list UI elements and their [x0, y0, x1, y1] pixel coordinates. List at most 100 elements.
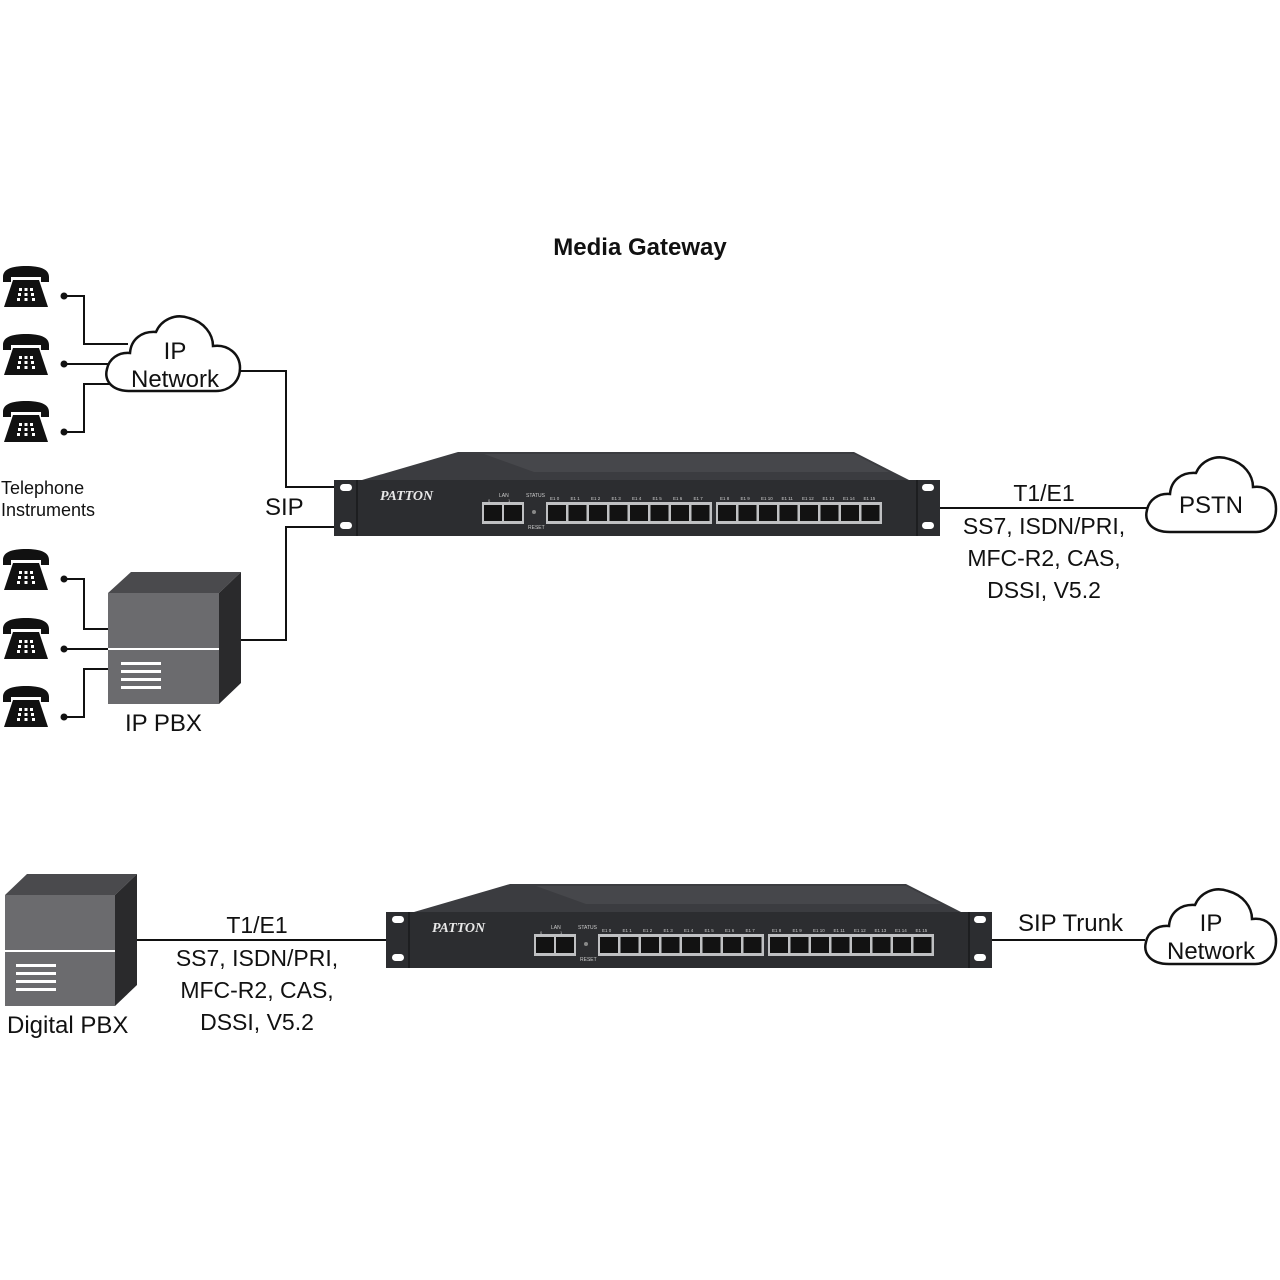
telephones-label: Telephone Instruments	[1, 477, 95, 521]
status-led	[584, 942, 588, 946]
protocol-line: MFC-R2, CAS,	[967, 545, 1121, 571]
lan-port-number: 0	[540, 930, 543, 935]
device-ports: 0 1 E1 0 E1 1 E1 2 E1 3 E1 4 E1 5 E1 6 E1 7 E1 8 E1…	[482, 496, 882, 524]
e1-port	[691, 505, 710, 521]
e1-port-label: E1 14	[843, 496, 855, 501]
device-reset-label: RESET	[528, 525, 545, 531]
telephones-label-line: Telephone	[1, 478, 85, 498]
e1-port-label: E1 13	[823, 496, 835, 501]
top-connection-lines	[64, 295, 1147, 718]
status-led	[532, 510, 536, 514]
e1-port	[589, 505, 607, 521]
top-trunk-label: T1/E1	[1013, 480, 1075, 506]
device-brand: PATTON	[380, 489, 434, 504]
top-connection-dots	[60, 292, 68, 721]
e1-port-label: E1 6	[725, 928, 735, 933]
e1-port	[723, 937, 741, 953]
e1-port-label: E1 1	[571, 496, 581, 501]
e1-port	[548, 505, 566, 521]
e1-port	[759, 505, 777, 521]
e1-port-label: E1 12	[854, 928, 866, 933]
protocol-line: SS7, ISDN/PRI,	[175, 945, 339, 971]
protocol-line: DSSI, V5.2	[987, 577, 1101, 603]
device-reset-label: RESET	[580, 957, 597, 963]
device-status-label: STATUS	[526, 493, 546, 499]
e1-port-label: E1 2	[643, 928, 653, 933]
e1-port	[650, 505, 669, 521]
ip-network-label-line: IP	[163, 338, 187, 365]
phone-icon	[3, 401, 49, 442]
protocol-line: SS7, ISDN/PRI,	[962, 513, 1126, 539]
e1-port	[800, 505, 818, 521]
e1-port	[641, 937, 659, 953]
e1-port	[682, 937, 700, 953]
e1-port-label: E1 5	[653, 496, 663, 501]
diagram-title: Media Gateway	[553, 234, 727, 261]
e1-port-label: E1 7	[694, 496, 704, 501]
lan-port-number: 0	[488, 498, 491, 503]
lan-port	[536, 937, 554, 953]
e1-port-label: E1 8	[772, 928, 782, 933]
e1-port-label: E1 14	[895, 928, 907, 933]
media-gateway-device: PATTON LAN STATUS RESET 0 1 E1 0 E1 1 E1 2 E1…	[334, 452, 940, 536]
e1-port-label: E1 3	[664, 928, 674, 933]
e1-port-label: E1 9	[741, 496, 751, 501]
device-status-label: STATUS	[578, 925, 598, 931]
protocol-line: DSSI, V5.2	[200, 1009, 314, 1035]
e1-port	[790, 937, 809, 953]
ip-pbx-server-icon	[108, 572, 241, 704]
e1-port	[811, 937, 829, 953]
e1-port-label: E1 6	[673, 496, 683, 501]
e1-port-label: E1 9	[793, 928, 803, 933]
device-lan-label: LAN	[499, 493, 509, 499]
phone-icon	[3, 266, 49, 307]
lan-port	[484, 505, 502, 521]
e1-port-label: E1 8	[720, 496, 730, 501]
cloud-icon	[1144, 888, 1278, 966]
digital-pbx-server-icon	[5, 874, 137, 1006]
e1-port	[779, 505, 798, 521]
e1-port-label: E1 11	[834, 928, 846, 933]
e1-port-label: E1 4	[684, 928, 694, 933]
ip-pbx-label: IP PBX	[125, 710, 202, 737]
e1-port-label: E1 2	[591, 496, 601, 501]
e1-port-label: E1 7	[746, 928, 756, 933]
e1-port	[893, 937, 911, 953]
lan-port-number: 1	[508, 498, 511, 503]
phone-icon	[3, 686, 49, 727]
e1-port	[820, 505, 839, 521]
e1-port	[852, 937, 870, 953]
e1-port	[913, 937, 932, 953]
phone-icon	[3, 334, 49, 375]
pstn-label: PSTN	[1178, 492, 1243, 519]
e1-port-label: E1 5	[705, 928, 715, 933]
e1-port	[671, 505, 689, 521]
e1-port	[630, 505, 648, 521]
device-lan-label: LAN	[551, 925, 561, 931]
e1-port	[770, 937, 788, 953]
e1-port	[702, 937, 721, 953]
lan-port	[556, 937, 574, 953]
device-ports: 0 1 E1 0 E1 1 E1 2 E1 3 E1 4 E1 5 E1 6 E1 7 E1 8 E1…	[534, 928, 934, 956]
e1-port-label: E1 1	[623, 928, 633, 933]
lan-port-number: 1	[560, 930, 563, 935]
e1-port-label: E1 0	[602, 928, 612, 933]
e1-port-label: E1 4	[632, 496, 642, 501]
device-brand: PATTON	[432, 921, 486, 936]
e1-port-label: E1 15	[864, 496, 876, 501]
e1-port-label: E1 0	[550, 496, 560, 501]
e1-port	[718, 505, 736, 521]
cloud-icon	[105, 315, 242, 393]
lan-port	[504, 505, 522, 521]
e1-port	[872, 937, 891, 953]
bottom-ip-network-label: IP Network	[1148, 910, 1274, 967]
e1-port	[738, 505, 757, 521]
telephones-label-line: Instruments	[1, 500, 96, 520]
ip-network-label: IP Network	[110, 338, 240, 395]
e1-port-label: E1 3	[612, 496, 622, 501]
e1-port	[831, 937, 850, 953]
sip-label: SIP	[265, 494, 304, 521]
e1-port	[841, 505, 859, 521]
e1-port	[620, 937, 639, 953]
e1-port	[661, 937, 680, 953]
